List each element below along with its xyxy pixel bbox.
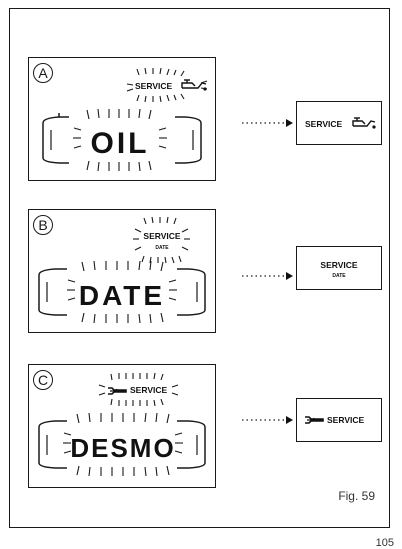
display-text: DATE <box>79 280 165 311</box>
figure-frame: A SERVICE <box>9 8 390 528</box>
indicator-sublabel: DATE <box>155 245 169 251</box>
display-text: OIL <box>91 127 150 160</box>
oil-can-icon <box>352 117 376 129</box>
lcd-display-frame <box>42 113 202 164</box>
figure-label: Fig. 59 <box>338 489 375 503</box>
arrow-head-icon <box>286 416 293 424</box>
flash-rays-icon <box>98 372 179 407</box>
panel-letter: B <box>33 215 53 235</box>
arrow-b <box>240 270 296 282</box>
result-label: SERVICE <box>327 415 364 425</box>
panel-letter: A <box>33 63 53 83</box>
display-text: DESMO <box>70 433 175 463</box>
display-flash-rays <box>63 412 183 477</box>
oil-can-icon <box>181 79 207 91</box>
panel-a: A SERVICE <box>28 57 216 181</box>
result-label: SERVICE <box>305 119 342 129</box>
panel-letter: C <box>33 370 53 390</box>
result-box-b: SERVICE DATE <box>296 246 382 290</box>
wrench-icon <box>305 416 324 424</box>
page-number: 105 <box>375 537 394 549</box>
indicator-label: SERVICE <box>130 385 167 395</box>
result-box-a: SERVICE <box>296 101 382 145</box>
display-flash-rays <box>73 108 167 172</box>
arrow-c <box>240 414 296 426</box>
display-flash-rays <box>67 260 177 324</box>
result-box-c: SERVICE <box>296 398 382 442</box>
result-label: SERVICE <box>320 260 357 270</box>
arrow-head-icon <box>286 119 293 127</box>
lcd-display-frame <box>38 420 206 469</box>
result-sublabel: DATE <box>332 273 346 279</box>
arrow-head-icon <box>286 272 293 280</box>
indicator-label: SERVICE <box>135 81 172 91</box>
indicator-label: SERVICE <box>143 231 180 241</box>
arrow-a <box>240 117 296 129</box>
panel-c: C SERVICE <box>28 364 216 488</box>
panel-c-drawing: SERVICE <box>38 372 206 477</box>
lcd-display-frame <box>38 268 206 316</box>
panel-a-drawing: SERVICE <box>42 67 208 172</box>
wrench-icon <box>108 387 127 395</box>
flash-rays-icon <box>133 216 190 264</box>
panel-b-drawing: SERVICE DATE <box>38 216 206 324</box>
panel-b: B SERVICE DATE <box>28 209 216 333</box>
